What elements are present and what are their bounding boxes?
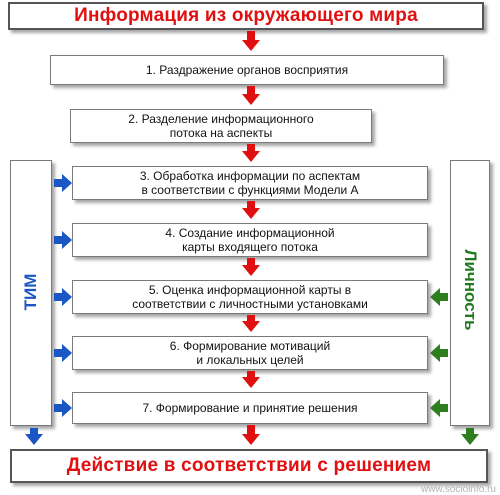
watermark-text: www.socioinfo.ru bbox=[420, 484, 496, 495]
step-1-label: 1. Раздражение органов восприятия bbox=[145, 63, 349, 77]
tim-arrow-7 bbox=[54, 399, 72, 417]
personality-arrow-7 bbox=[430, 399, 448, 417]
step-1: 1. Раздражение органов восприятия bbox=[50, 55, 444, 85]
flow-arrow-8 bbox=[242, 425, 260, 445]
step-6-label: 6. Формирование мотиваций и локальных це… bbox=[169, 339, 331, 367]
personality-arrow-down bbox=[461, 428, 479, 445]
step-7-label: 7. Формирование и принятие решения bbox=[142, 401, 358, 415]
step-2: 2. Разделение информационного потока на … bbox=[70, 109, 372, 143]
personality-arrow-6 bbox=[430, 344, 448, 362]
tim-column bbox=[10, 160, 52, 426]
step-7: 7. Формирование и принятие решения bbox=[72, 392, 428, 424]
flow-arrow-1 bbox=[242, 31, 260, 51]
diagram-title: Информация из окружающего мира bbox=[74, 5, 418, 26]
flow-arrow-2 bbox=[242, 86, 260, 105]
step-3-label: 3. Обработка информации по аспектам в со… bbox=[139, 169, 361, 197]
flow-arrow-6 bbox=[242, 315, 260, 332]
title-box: Информация из окружающего мира bbox=[8, 2, 484, 30]
step-5: 5. Оценка информационной карты в соответ… bbox=[72, 280, 428, 314]
personality-arrow-5 bbox=[430, 288, 448, 306]
step-4: 4. Создание информационной карты входяще… bbox=[72, 223, 428, 257]
step-2-label: 2. Разделение информационного потока на … bbox=[128, 112, 314, 140]
tim-arrow-down bbox=[25, 428, 43, 445]
flow-arrow-3 bbox=[242, 144, 260, 162]
footer-box: Действие в соответствии с решением bbox=[10, 449, 488, 483]
tim-arrow-4 bbox=[54, 231, 72, 249]
step-3: 3. Обработка информации по аспектам в со… bbox=[72, 166, 428, 200]
flow-arrow-4 bbox=[242, 201, 260, 219]
personality-column bbox=[450, 160, 490, 426]
step-4-label: 4. Создание информационной карты входяще… bbox=[165, 226, 335, 254]
flow-arrow-5 bbox=[242, 258, 260, 276]
tim-arrow-5 bbox=[54, 288, 72, 306]
flow-arrow-7 bbox=[242, 371, 260, 388]
step-5-label: 5. Оценка информационной карты в соответ… bbox=[132, 283, 368, 311]
step-6: 6. Формирование мотиваций и локальных це… bbox=[72, 336, 428, 370]
tim-arrow-3 bbox=[54, 174, 72, 192]
tim-arrow-6 bbox=[54, 344, 72, 362]
footer-label: Действие в соответствии с решением bbox=[66, 455, 432, 476]
